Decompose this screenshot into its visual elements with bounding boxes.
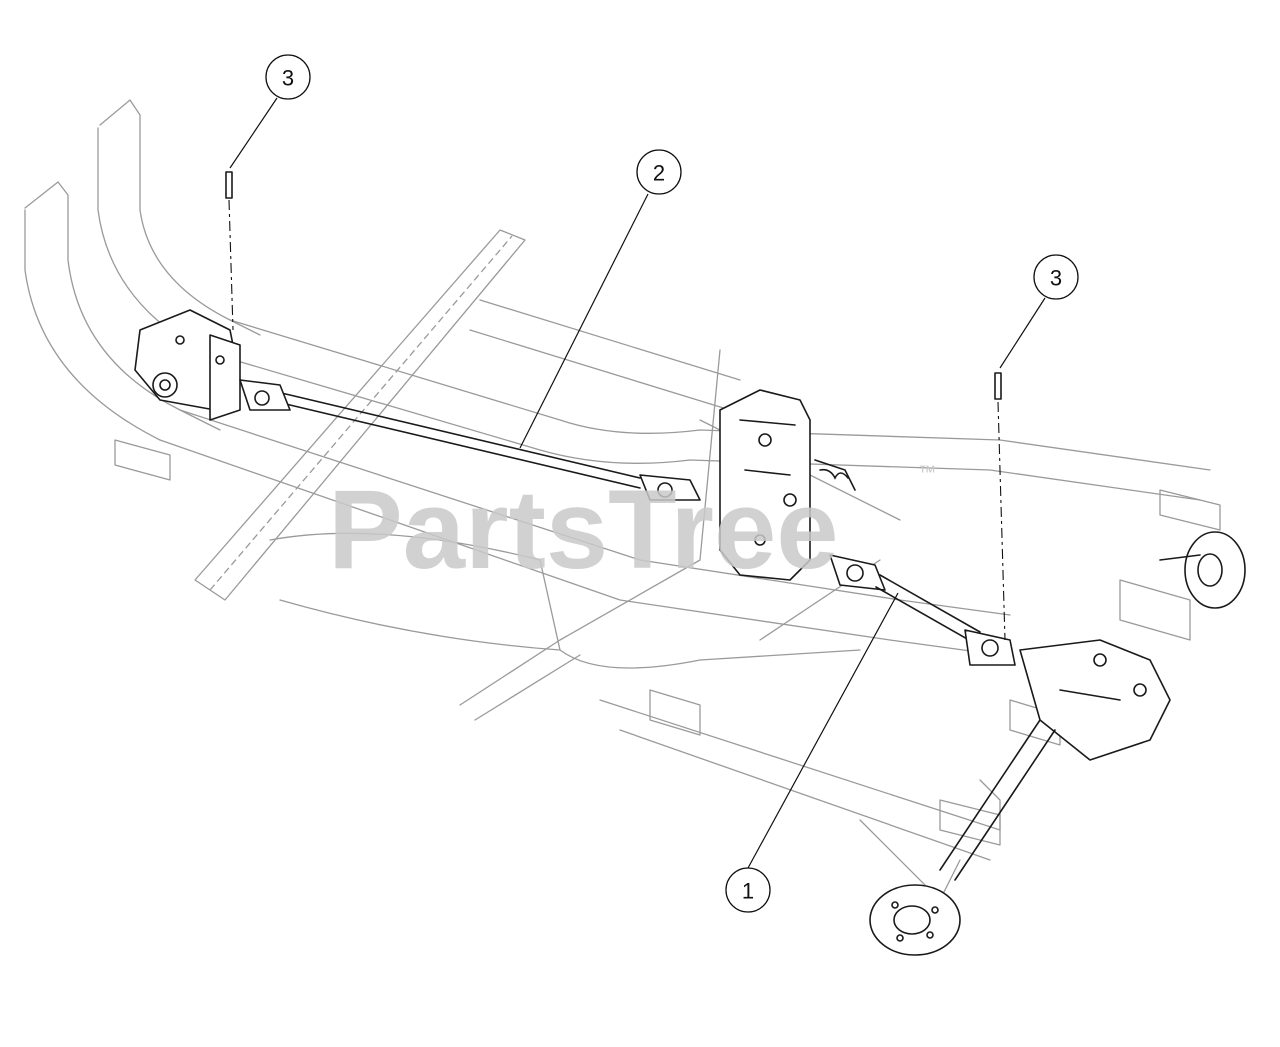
- left-gearbox: [134, 309, 241, 421]
- center-gearbox: [719, 389, 856, 581]
- callout-label: 1: [742, 879, 754, 904]
- callout-1[interactable]: 1: [725, 867, 771, 913]
- pin-right: [994, 372, 1002, 400]
- callout-label: 3: [1050, 266, 1062, 291]
- callout-3-right[interactable]: 3: [1033, 254, 1079, 300]
- watermark-brand: PartsTree: [328, 467, 839, 592]
- chassis-frame: [24, 99, 1221, 901]
- pin-left: [225, 171, 233, 199]
- leader-1: [747, 592, 899, 869]
- rear-axle: [939, 639, 1171, 881]
- drive-shaft-1: [829, 554, 1016, 666]
- callout-3-left[interactable]: 3: [265, 54, 311, 100]
- leader-3-right-dash: [997, 401, 1006, 641]
- callout-label: 3: [282, 66, 294, 91]
- callout-label: 2: [653, 161, 665, 186]
- callout-2[interactable]: 2: [636, 149, 682, 195]
- watermark-trademark: ™: [918, 462, 936, 482]
- leader-lines: [228, 97, 1046, 869]
- watermark: PartsTree ™: [328, 462, 936, 592]
- drive-shaft-2: [239, 379, 701, 501]
- leader-3-left: [229, 97, 278, 169]
- leader-2: [519, 193, 649, 449]
- leader-3-right: [999, 297, 1046, 369]
- wheel-hub-front: [869, 884, 961, 956]
- wheel-hub-right: [1159, 531, 1246, 609]
- leader-3-left-dash: [228, 199, 234, 331]
